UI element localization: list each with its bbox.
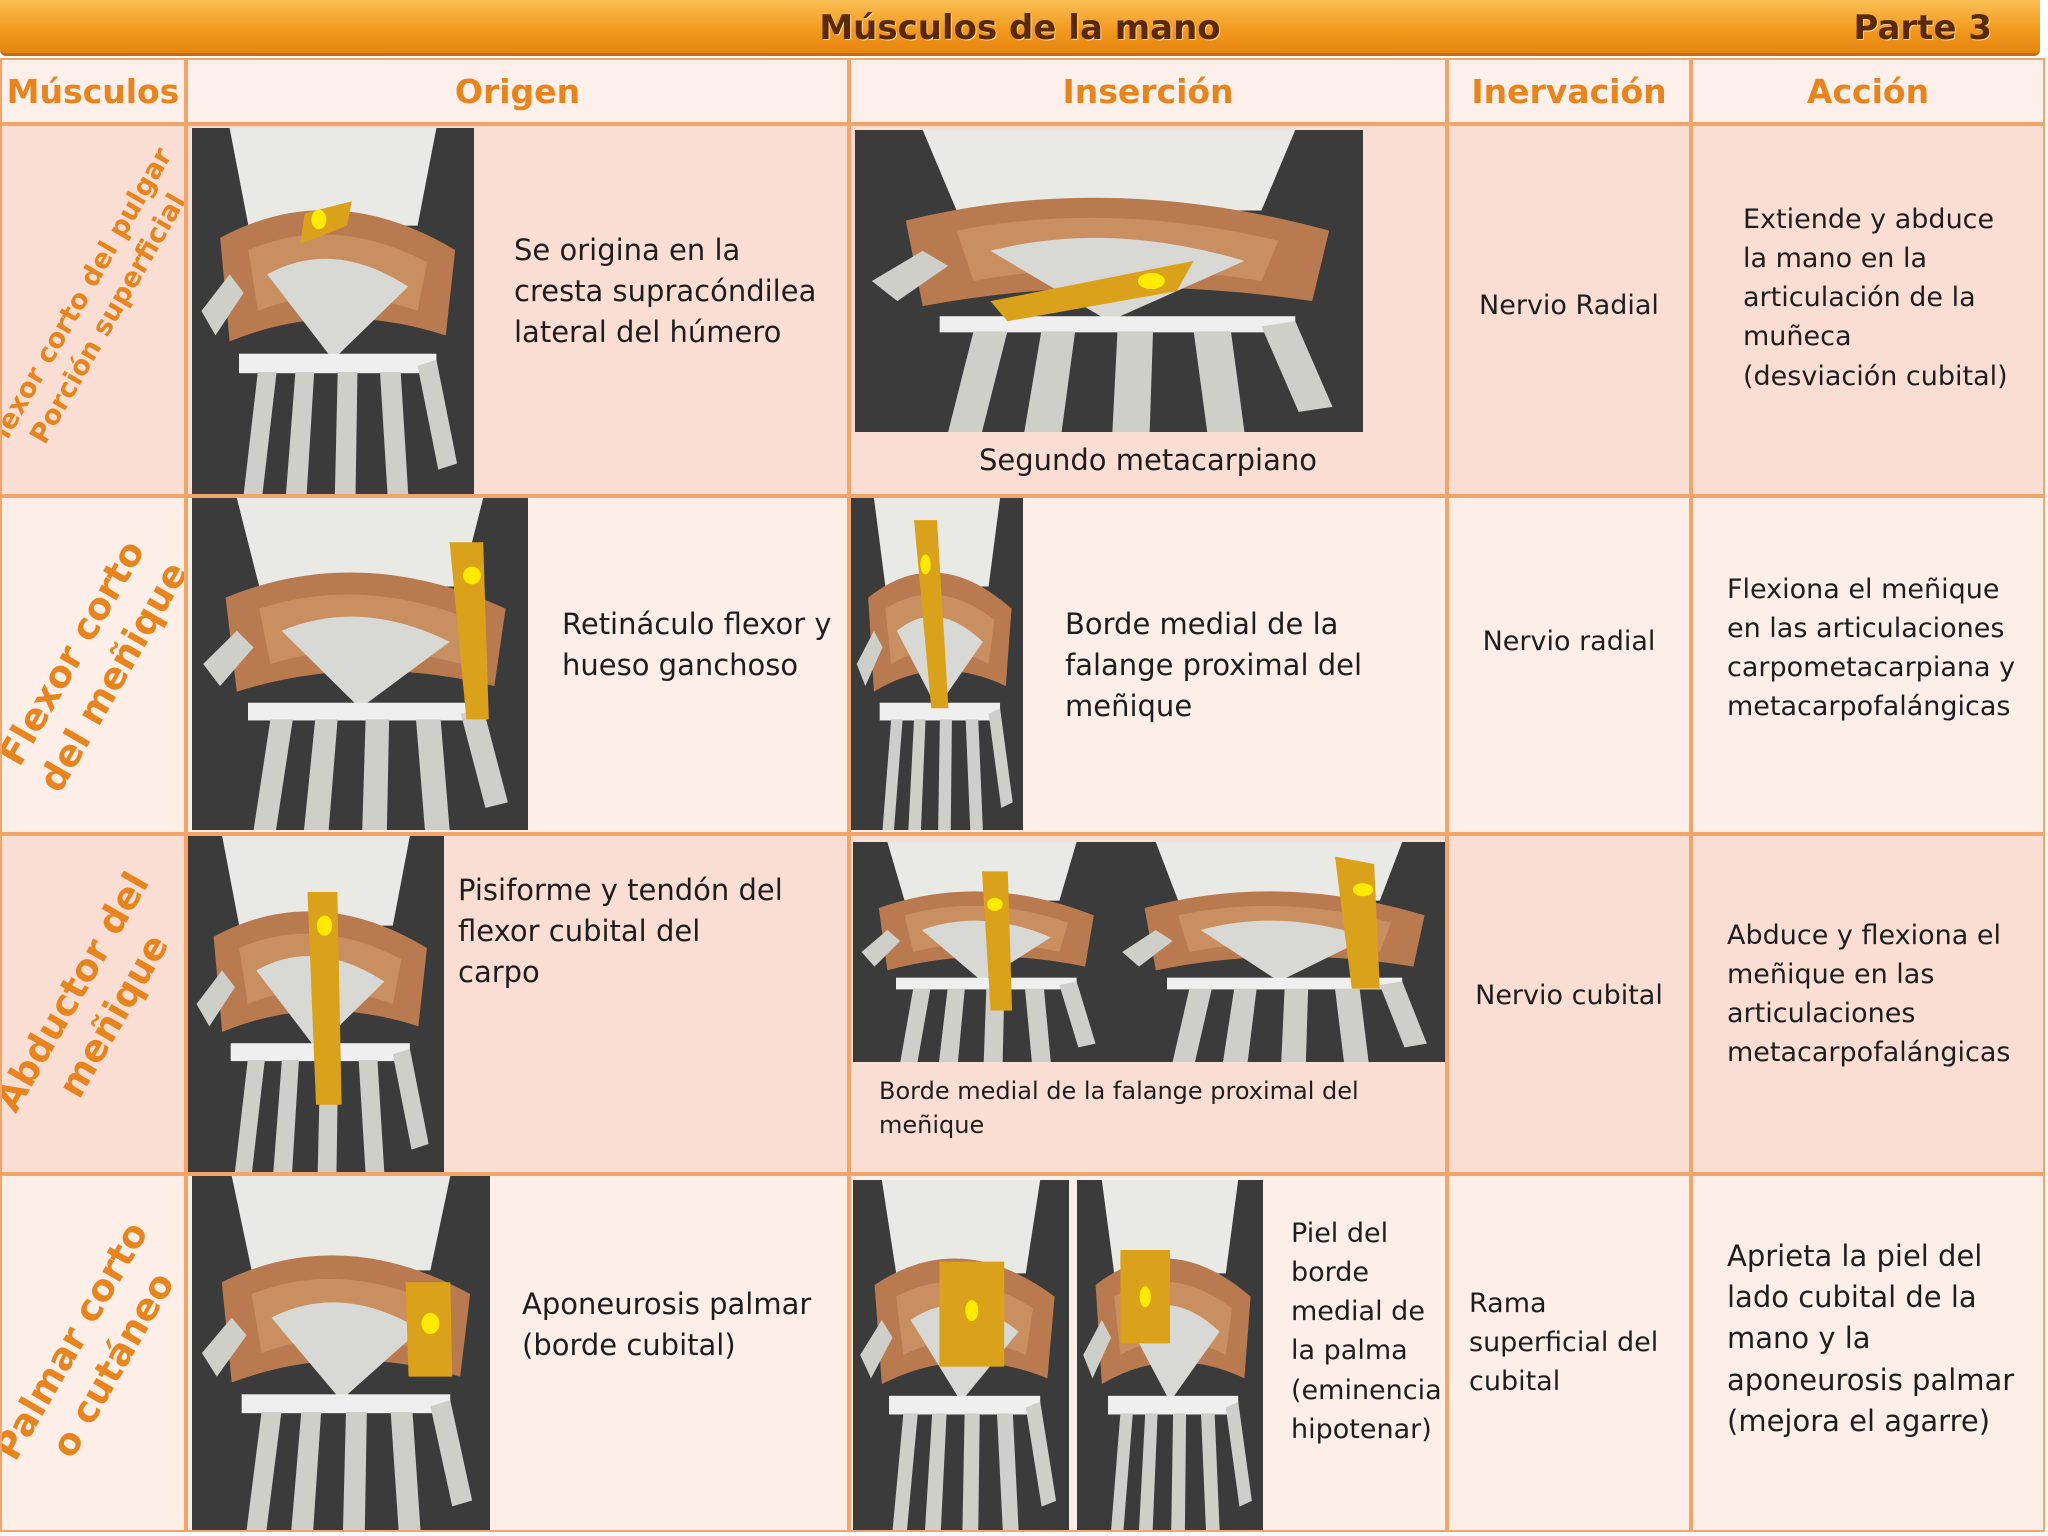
row4-innervation-text: Rama superficial del cubital [1469,1288,1659,1398]
row3-insertion-image-b [1111,842,1445,1062]
row1-muscle-line1: Flexor corto del pulgar [0,142,179,460]
row2-insertion-text: Borde medial de la falange proximal del … [1065,607,1363,724]
page-title: Músculos de la mano [819,8,1221,48]
row2-innervation-text: Nervio radial [1482,626,1656,657]
header-muscles: Músculos [0,58,186,124]
row3-action-cell: Abduce y flexiona el meñique en las arti… [1691,834,2045,1174]
row1-insertion-text: Segundo metacarpiano [978,443,1318,477]
row1-innervation-cell: Nervio Radial [1447,124,1691,496]
row2-insertion-cell: Borde medial de la falange proximal del … [849,496,1447,834]
row2-action-cell: Flexiona el meñique en las articulacione… [1691,496,2045,834]
row4-muscle-cell: Palmar corto o cutáneo [0,1174,186,1532]
row4-innervation-cell: Rama superficial del cubital [1447,1174,1691,1532]
row1-origin-text: Se origina en la cresta supracóndilea la… [514,233,817,350]
row4-insertion-image-b [1077,1180,1263,1530]
row1-action-cell: Extiende y abduce la mano en la articula… [1691,124,2045,496]
row3-innervation-text: Nervio cubital [1475,980,1663,1011]
row1-muscle-cell: Flexor corto del pulgar Porción superfic… [0,124,186,496]
row1-muscle-line2: Porción superficial [23,188,186,450]
row1-origin-image [192,128,474,494]
row3-origin-cell: Pisiforme y tendón del flexor cubital de… [186,834,849,1174]
header-insertion-label: Inserción [1062,71,1234,111]
row4-insertion-image-a [853,1180,1069,1530]
row1-muscle-name: Flexor corto del pulgar Porción superfic… [0,142,186,479]
row1-innervation-text: Nervio Radial [1479,290,1659,321]
row3-insertion-cell: Borde medial de la falange proximal del … [849,834,1447,1174]
row3-origin-text: Pisiforme y tendón del flexor cubital de… [458,873,783,990]
row4-insertion-text: Piel del borde medial de la palma (emine… [1291,1218,1442,1445]
row3-innervation-cell: Nervio cubital [1447,834,1691,1174]
row4-origin-image [192,1176,490,1530]
row2-origin-image [192,498,528,830]
row1-action-text: Extiende y abduce la mano en la articula… [1743,204,2008,392]
row3-action-text: Abduce y flexiona el meñique en las arti… [1727,920,2011,1069]
row1-insertion-image [855,130,1363,432]
row3-muscle-name: Abductor del meñique [2,864,184,1145]
header-origin-label: Origen [454,71,581,111]
row4-action-cell: Aprieta la piel del lado cubital de la m… [1691,1174,2045,1532]
row2-origin-text: Retináculo flexor y hueso ganchoso [562,607,832,683]
header-action-label: Acción [1806,71,1930,111]
row4-origin-cell: Aponeurosis palmar (borde cubital) [186,1174,849,1532]
row3-muscle-cell: Abductor del meñique [0,834,186,1174]
row1-origin-cell: Se origina en la cresta supracóndilea la… [186,124,849,496]
row3-origin-image [188,836,444,1172]
header-insertion: Inserción [849,58,1447,124]
header-innervation-label: Inervación [1471,71,1667,111]
row2-muscle-cell: Flexor corto del meñique [0,496,186,834]
row4-action-text: Aprieta la piel del lado cubital de la m… [1727,1239,2015,1438]
row4-muscle-name: Palmar corto o cutáneo [2,1213,184,1492]
row1-insertion-cell: Segundo metacarpiano [849,124,1447,496]
row3-insertion-text: Borde medial de la falange proximal del … [879,1077,1359,1140]
header-innervation: Inervación [1447,58,1691,124]
row2-action-text: Flexiona el meñique en las articulacione… [1727,574,2016,723]
row2-muscle-name: Flexor corto del meñique [2,529,184,800]
row3-insertion-image-a [853,842,1111,1062]
title-bar: Músculos de la mano Parte 3 [0,0,2040,56]
row2-origin-cell: Retináculo flexor y hueso ganchoso [186,496,849,834]
row4-insertion-cell: Piel del borde medial de la palma (emine… [849,1174,1447,1532]
row4-origin-text: Aponeurosis palmar (borde cubital) [522,1287,812,1363]
row2-insertion-image [851,498,1023,830]
row2-innervation-cell: Nervio radial [1447,496,1691,834]
header-muscles-label: Músculos [6,71,180,111]
header-action: Acción [1691,58,2045,124]
part-label: Parte 3 [1853,8,1992,48]
header-origin: Origen [186,58,849,124]
